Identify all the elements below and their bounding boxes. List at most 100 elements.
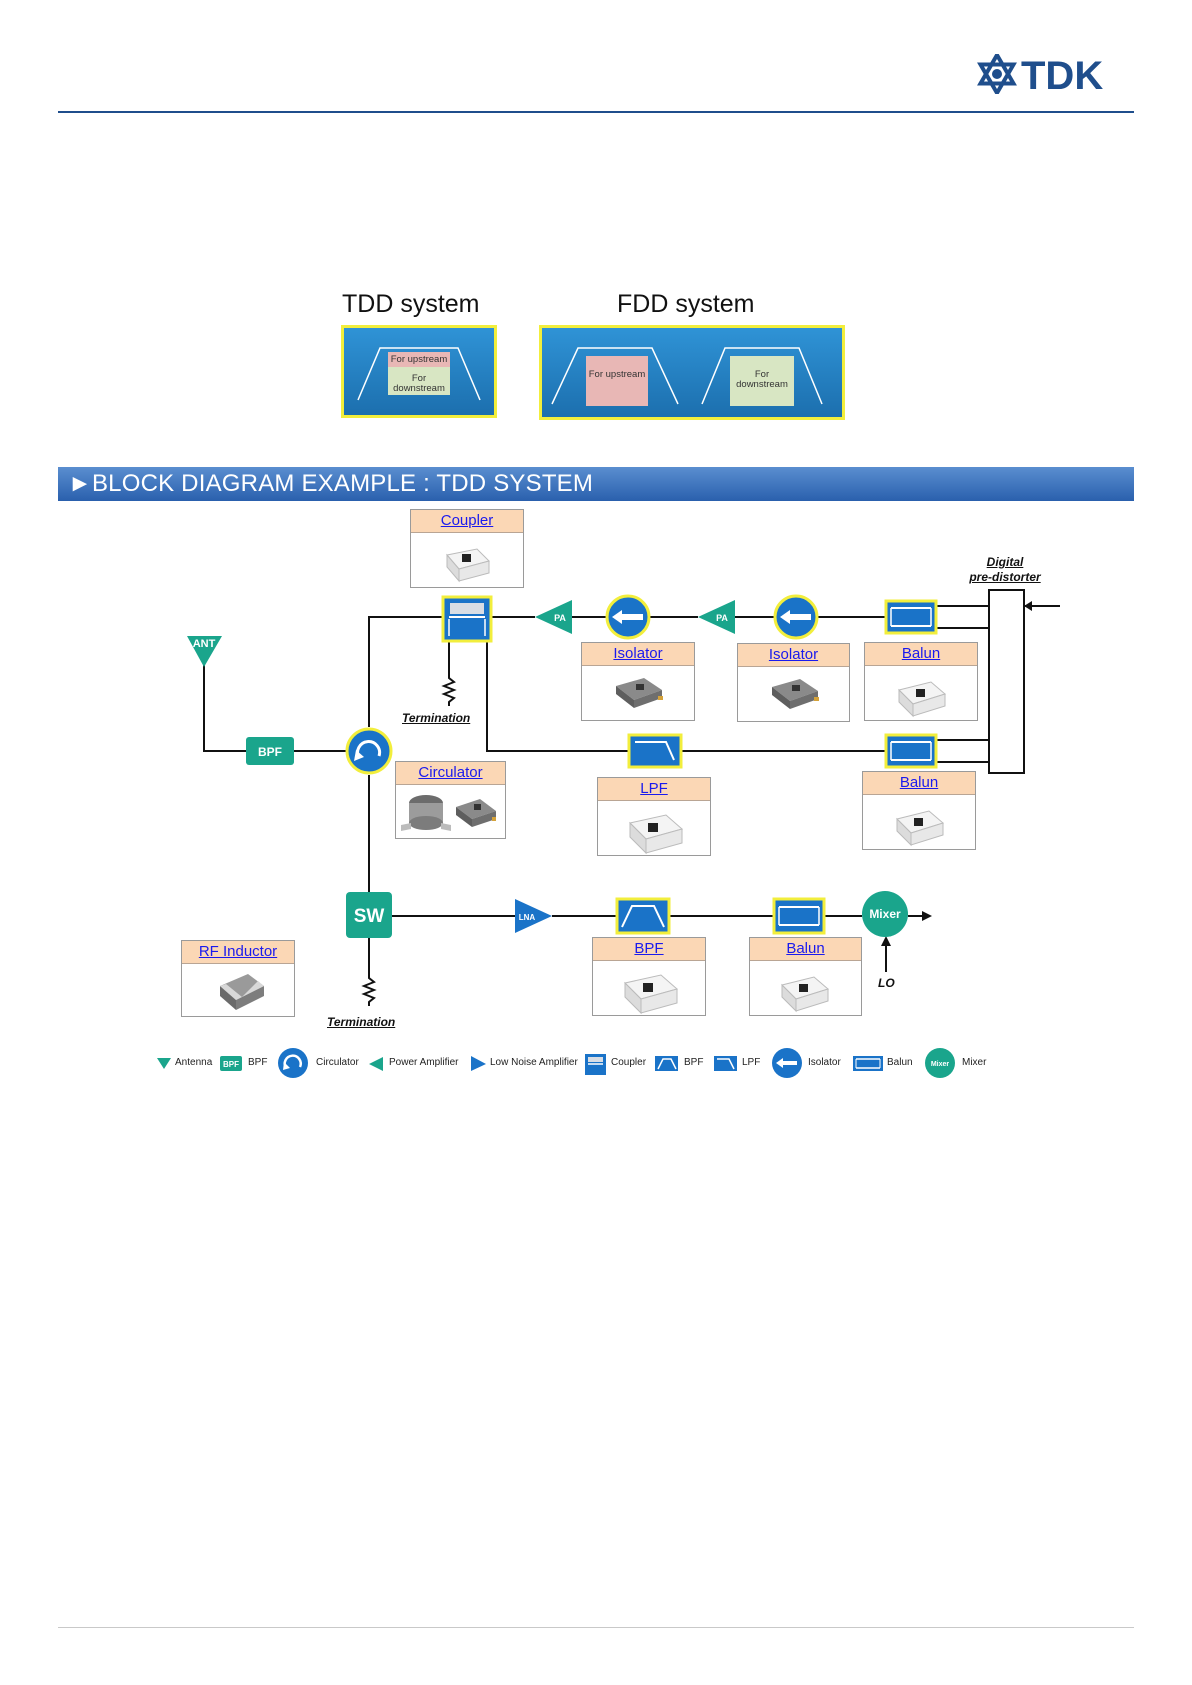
legend-low-noise-amplifier: Low Noise Amplifier: [490, 1057, 578, 1068]
coupler-icon: [585, 1054, 606, 1075]
legend-lpf: LPF: [742, 1057, 761, 1068]
chip-component-image: [624, 974, 679, 1015]
fdd-downstream-label: For downstream: [736, 369, 788, 390]
lpf-card[interactable]: LPF: [597, 777, 711, 856]
resistor-icon: [361, 973, 377, 1006]
low-noise-amplifier-icon: [471, 1056, 486, 1071]
sw-label: SW: [354, 906, 385, 927]
circulator-icon: [345, 727, 393, 775]
power-amplifier-icon: [369, 1057, 383, 1071]
lna-label: LNA: [519, 913, 536, 922]
mixer-label: Mixer: [869, 907, 901, 921]
predistorter-label: pre-distorter: [969, 570, 1041, 584]
ant-label: ANT: [193, 638, 216, 650]
legend-mixer: Mixer: [962, 1057, 987, 1068]
balun-card[interactable]: Balun: [749, 937, 862, 1016]
legend-isolator: Isolator: [808, 1057, 841, 1068]
isolator-component-image: [772, 679, 819, 709]
bpf-legend-icon-label: BPF: [223, 1060, 239, 1069]
fdd-upstream-label: For upstream: [588, 369, 646, 380]
rf-inductor-card[interactable]: RF Inductor: [181, 940, 295, 1017]
balun-card[interactable]: Balun: [862, 771, 976, 850]
bpf-block: BPF: [246, 737, 294, 765]
lo-label: LO: [878, 976, 895, 990]
legend-power-amplifier: Power Amplifier: [389, 1057, 459, 1068]
circulator-card-link[interactable]: Circulator: [396, 762, 505, 785]
lpf-icon: [627, 733, 683, 769]
legend-antenna: Antenna: [175, 1057, 213, 1068]
legend-icons: BPF Mixer: [157, 1048, 955, 1078]
circulator-icon: [278, 1048, 308, 1078]
bpf-block-label: BPF: [258, 745, 282, 759]
section-banner: ►BLOCK DIAGRAM EXAMPLE : TDD SYSTEM: [58, 467, 1134, 501]
coupler-card[interactable]: Coupler: [410, 509, 524, 588]
isolator-card[interactable]: Isolator: [737, 643, 850, 722]
bpf-card[interactable]: BPF: [592, 937, 706, 1016]
mixer-icon: Mixer: [925, 1048, 955, 1078]
balun-card[interactable]: Balun: [864, 642, 978, 721]
legend-bpf-filter: BPF: [684, 1057, 704, 1068]
balun-card-link[interactable]: Balun: [750, 938, 861, 961]
tdd-spectrum-box: For upstream For downstream: [341, 325, 497, 418]
tdk-emblem-icon: [977, 54, 1017, 94]
predistorter-box: [988, 589, 1025, 774]
circulator-card[interactable]: Circulator: [395, 761, 506, 839]
balun-card-link[interactable]: Balun: [863, 772, 975, 795]
balun-card-link[interactable]: Balun: [865, 643, 977, 666]
balun-icon: [884, 733, 938, 769]
tdd-upstream-label: For upstream: [390, 354, 448, 365]
isolator-icon: [772, 1048, 802, 1078]
isolator-card[interactable]: Isolator: [581, 642, 695, 721]
legend-coupler: Coupler: [611, 1057, 647, 1068]
tdd-title: TDD system: [342, 290, 480, 318]
isolator-component-image: [616, 678, 663, 708]
digital-label: Digital: [986, 555, 1024, 569]
fdd-spectrum-box: For upstream For downstream: [539, 325, 845, 420]
resistor-icon: [441, 673, 457, 706]
balun-icon: [772, 897, 826, 935]
bpf-icon: [655, 1056, 678, 1071]
fdd-title: FDD system: [617, 290, 755, 318]
legend-circulator: Circulator: [316, 1057, 359, 1068]
balun-icon: [853, 1056, 883, 1071]
lpf-icon: [714, 1056, 737, 1071]
tdk-logo: TDK: [977, 54, 1103, 94]
chip-component-image: [898, 681, 947, 718]
pa1-label: PA: [554, 613, 566, 623]
circulator-component-image: [401, 795, 496, 831]
footer-rule: [58, 1627, 1134, 1628]
balun-icon: [884, 599, 938, 635]
chip-component-image: [446, 548, 490, 583]
bpf-icon: [615, 897, 671, 935]
chip-component-image: [781, 976, 830, 1013]
antenna-icon: ANT: [187, 636, 222, 667]
chip-component-image: [896, 810, 945, 847]
isolator-icon: [605, 594, 651, 640]
antenna-icon: [157, 1058, 171, 1069]
lpf-card-link[interactable]: LPF: [598, 778, 710, 801]
coupler-icon: [441, 595, 493, 643]
legend-bpf: BPF: [248, 1057, 268, 1068]
inductor-component-image: [220, 974, 264, 1010]
tdk-wordmark: TDK: [1021, 54, 1103, 94]
bpf-legend-icon: BPF: [220, 1056, 242, 1071]
switch-block: SW: [346, 892, 392, 938]
header-rule: [58, 111, 1134, 113]
coupler-card-link[interactable]: Coupler: [411, 510, 523, 533]
isolator-card-link[interactable]: Isolator: [738, 644, 849, 667]
low-noise-amplifier-icon: LNA: [515, 899, 552, 933]
termination-label: Termination: [327, 1015, 396, 1029]
isolator-card-link[interactable]: Isolator: [582, 643, 694, 666]
chip-component-image: [629, 814, 684, 855]
rf-inductor-card-link[interactable]: RF Inductor: [182, 941, 294, 964]
termination-label: Termination: [402, 711, 471, 725]
bpf-card-link[interactable]: BPF: [593, 938, 705, 961]
mixer-legend-icon-label: Mixer: [931, 1061, 950, 1068]
pa2-label: PA: [716, 613, 728, 623]
mixer-icon: Mixer: [862, 891, 908, 937]
isolator-icon: [773, 594, 819, 640]
tdd-downstream-label: For downstream: [393, 373, 445, 394]
power-amplifier-icon: PA: [535, 600, 572, 634]
legend-balun: Balun: [887, 1057, 913, 1068]
